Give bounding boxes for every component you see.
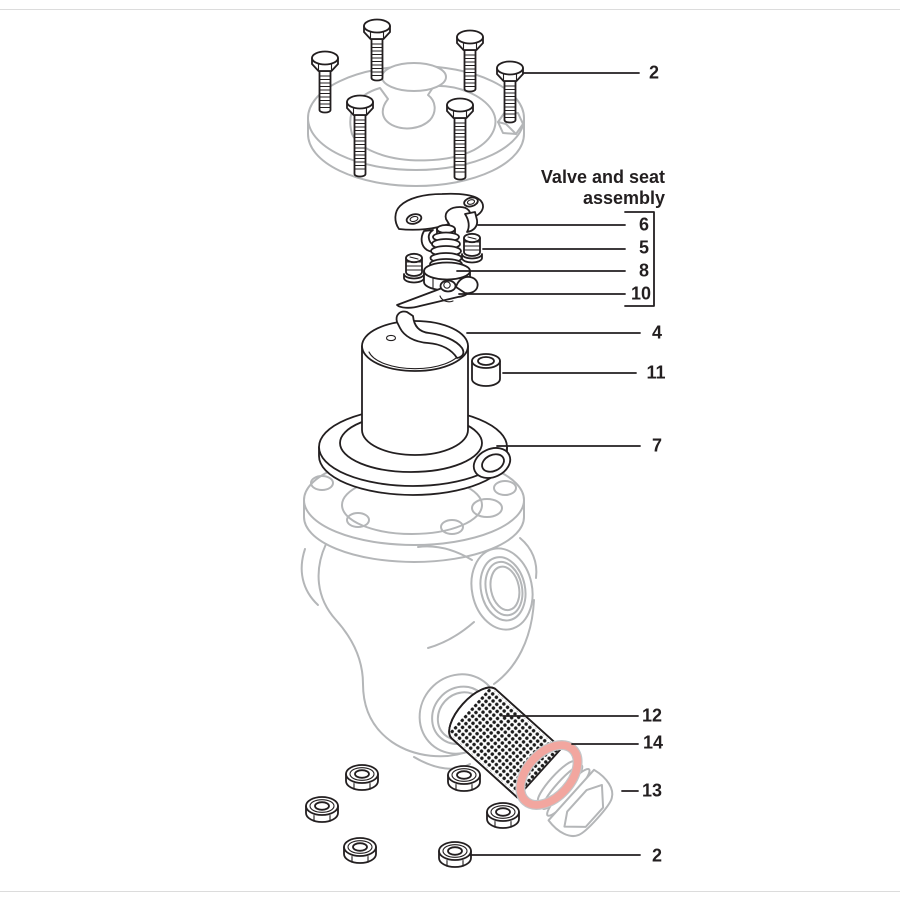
hex-nut-2 — [305, 796, 339, 823]
spacer-bushing — [471, 353, 501, 387]
hex-nut-6 — [438, 841, 472, 868]
callout-10: 10 — [630, 283, 652, 304]
hex-nut-5 — [486, 802, 520, 829]
assembly-note-line1: Valve and seat — [540, 167, 665, 187]
callout-11: 11 — [646, 362, 666, 383]
callout-8: 8 — [638, 260, 650, 281]
assembly-note-line2: assembly — [582, 188, 665, 208]
bottom-rule — [0, 891, 900, 892]
valve-seat-screw-left — [403, 252, 425, 284]
callout-5: 5 — [638, 237, 650, 258]
cylinder-arm — [395, 310, 465, 359]
valve-seat-screw-right — [461, 232, 483, 264]
cylinder-vent-hole — [385, 334, 397, 342]
callout-7: 7 — [651, 435, 663, 456]
cover — [307, 62, 525, 187]
gasket-ear-hole — [481, 453, 505, 473]
callout-4: 4 — [651, 322, 663, 343]
top-rule — [0, 9, 900, 10]
cover-boss — [381, 62, 447, 92]
callout-2-bottom: 2 — [651, 845, 663, 866]
o-ring — [515, 740, 583, 810]
callout-12: 12 — [641, 705, 663, 726]
assembly-note: Valve and seat assembly — [541, 167, 665, 209]
callout-13: 13 — [641, 780, 663, 801]
hex-nut-1 — [345, 764, 379, 791]
valve-seat-plate — [394, 192, 484, 253]
hex-nut-4 — [447, 765, 481, 792]
lever-fork — [455, 275, 479, 295]
callout-2-top: 2 — [648, 62, 660, 83]
float-cylinder — [361, 310, 469, 456]
plug-hex-face — [563, 783, 605, 828]
callout-lines — [456, 72, 655, 856]
callout-6: 6 — [638, 214, 650, 235]
plate-hook-right — [464, 211, 479, 233]
assembly-bracket — [624, 211, 655, 307]
callout-14: 14 — [642, 732, 664, 753]
hex-nut-3 — [343, 837, 377, 864]
